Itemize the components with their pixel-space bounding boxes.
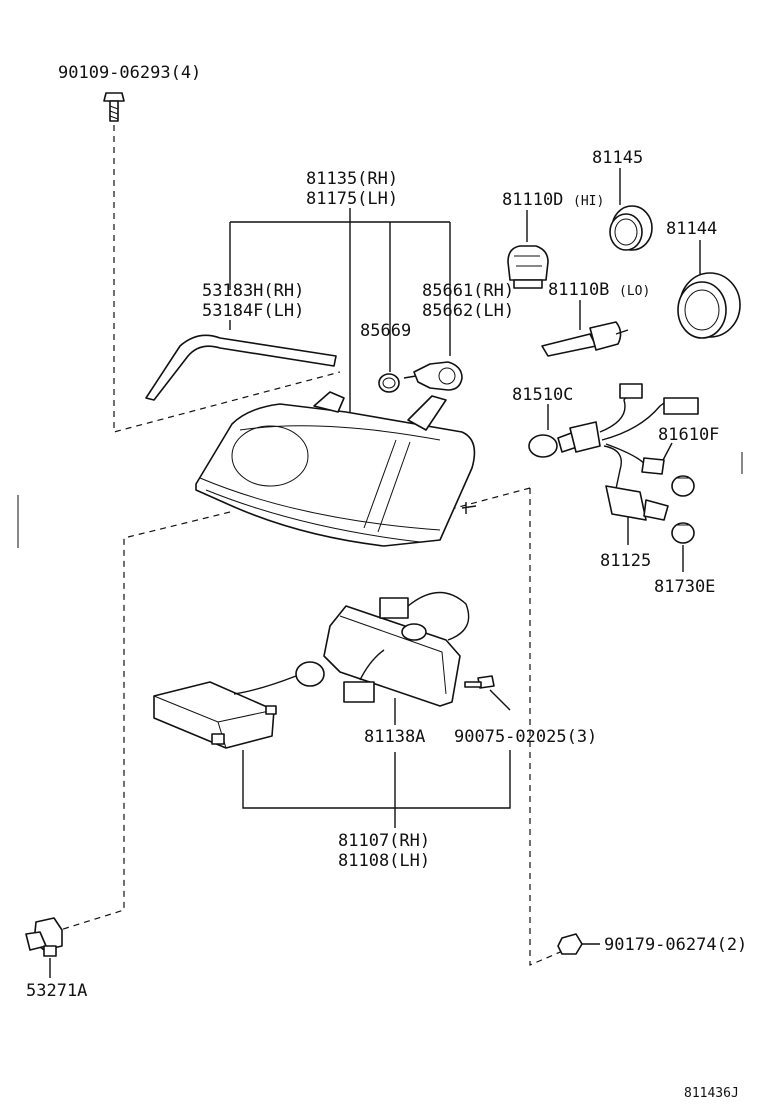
label-81730e: 81730E: [654, 577, 715, 597]
cap-81144-icon: [677, 272, 741, 339]
label-85669: 85669: [360, 321, 411, 341]
label-81135-rh: 81135(RH): [306, 169, 398, 189]
ballast-81107-icon: [153, 661, 325, 749]
cap-81145-icon: [609, 205, 653, 251]
label-81110d-note: (HI): [573, 194, 604, 209]
bulb-81110b-icon: [541, 321, 629, 357]
seal-strip-icon: [145, 334, 337, 401]
label-81108-lh: 81108(LH): [338, 851, 430, 871]
bulb-81610f-icon: [641, 457, 695, 497]
label-81110b: 81110B: [548, 280, 609, 300]
label-81125: 81125: [600, 551, 651, 571]
bulb-81730e-icon: [671, 522, 695, 544]
part-labels: 90109-06293(4) 81135(RH) 81175(LH) 81110…: [26, 63, 747, 1101]
label-53271a: 53271A: [26, 981, 87, 1001]
clip-53271a-icon: [25, 917, 63, 957]
label-85661-rh: 85661(RH): [422, 281, 514, 301]
label-90109-06293: 90109-06293(4): [58, 63, 201, 83]
nut-90179-icon: [557, 933, 583, 955]
label-81175-lh: 81175(LH): [306, 189, 398, 209]
label-81138a: 81138A: [364, 727, 425, 747]
socket-85661-icon: [403, 361, 463, 391]
ring-85669-icon: [378, 373, 400, 393]
label-81110d: 81110D: [502, 190, 563, 210]
label-81145: 81145: [592, 148, 643, 168]
bracket-81138a-icon: [323, 591, 470, 707]
wire-harness-icon: [569, 383, 699, 521]
label-81107-rh: 81107(RH): [338, 831, 430, 851]
headlamp-housing-icon: [195, 391, 477, 547]
screw-90109-icon: [103, 92, 125, 122]
label-85662-lh: 85662(LH): [422, 301, 514, 321]
label-81110b-note: (LO): [619, 284, 650, 299]
label-81510c: 81510C: [512, 385, 573, 405]
diagram-code: 811436J: [684, 1086, 739, 1101]
label-53184f-lh: 53184F(LH): [202, 301, 304, 321]
label-81144: 81144: [666, 219, 717, 239]
screw-90075-icon: [464, 675, 495, 689]
label-81610f: 81610F: [658, 425, 719, 445]
label-53183h-rh: 53183H(RH): [202, 281, 304, 301]
bulb-81110d-icon: [507, 245, 549, 289]
label-90075-02025: 90075-02025(3): [454, 727, 597, 747]
label-90179-06274: 90179-06274(2): [604, 935, 747, 955]
